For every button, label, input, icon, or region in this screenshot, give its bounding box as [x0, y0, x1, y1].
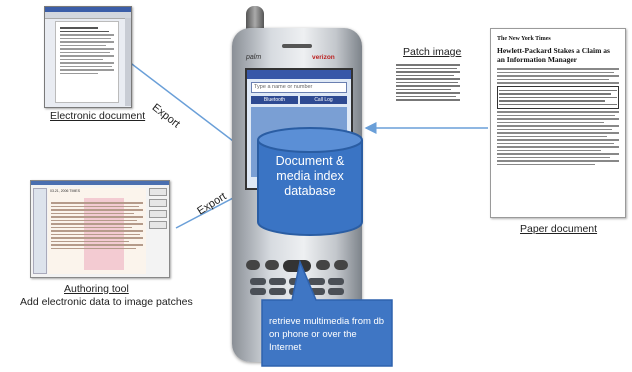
phone-key[interactable] [315, 260, 330, 270]
keypad-key[interactable] [327, 278, 344, 285]
database-cylinder [257, 127, 363, 236]
patch-image-thumbnail [396, 62, 460, 106]
authoring-date: 03.21, 2006 TIMES [50, 189, 81, 193]
patch-image-label: Patch image [403, 46, 462, 58]
callout-text: retrieve multimedia from db on phone or … [269, 316, 385, 353]
tool-button[interactable] [149, 188, 167, 196]
paper-masthead: The New York Times [497, 36, 551, 42]
database-body [257, 140, 363, 236]
authoring-canvas: 03.21, 2006 TIMES [48, 188, 146, 274]
electronic-document-label: Electronic document [50, 110, 146, 122]
window-titlebar [45, 7, 131, 12]
phone-key[interactable] [246, 260, 260, 270]
phone-softkey-bluetooth[interactable]: Bluetooth [251, 96, 298, 104]
authoring-right-panel [149, 188, 167, 272]
tool-button[interactable] [149, 221, 167, 229]
callout-shape [261, 260, 393, 367]
authoring-tool-label: Authoring tool [64, 283, 129, 295]
phone-status-bar [247, 70, 351, 79]
keypad-key[interactable] [250, 288, 267, 295]
window-sidebar [125, 18, 131, 106]
electronic-document-thumbnail [44, 6, 132, 108]
paper-document-label: Paper document [520, 223, 598, 235]
phone-brand: palm [246, 54, 262, 61]
phone-nav-row [246, 260, 348, 274]
phone-softkey-call-log[interactable]: Call Log [300, 96, 347, 104]
keypad-key[interactable] [269, 288, 286, 295]
tool-button[interactable] [149, 210, 167, 218]
page-area [55, 21, 119, 103]
phone-key[interactable] [264, 260, 279, 270]
paper-headline: Hewlett-Packard Stakes a Claim as an Inf… [497, 46, 610, 64]
keypad-key[interactable] [308, 288, 325, 295]
database-title: Document & media index database [275, 154, 345, 198]
keypad-key[interactable] [327, 288, 344, 295]
authoring-tool-thumbnail: 03.21, 2006 TIMES [30, 180, 170, 278]
phone-key[interactable] [334, 260, 348, 270]
phone-nav-center[interactable] [283, 260, 311, 272]
authoring-tool-subtitle: Add electronic data to image patches [20, 296, 193, 308]
phone-carrier: verizon [312, 54, 335, 61]
authoring-titlebar [31, 181, 169, 185]
phone-earpiece [282, 44, 312, 48]
window-toolbar [45, 12, 131, 19]
keypad-key[interactable] [308, 278, 325, 285]
phone-search-field[interactable]: Type a name or number [251, 82, 347, 93]
keypad-key[interactable] [250, 278, 267, 285]
tool-button[interactable] [149, 199, 167, 207]
authoring-left-panel [33, 188, 47, 274]
keypad-key[interactable] [269, 278, 286, 285]
paper-document-thumbnail: The New York Times Hewlett-Packard Stake… [490, 28, 626, 218]
database-top [257, 127, 363, 153]
